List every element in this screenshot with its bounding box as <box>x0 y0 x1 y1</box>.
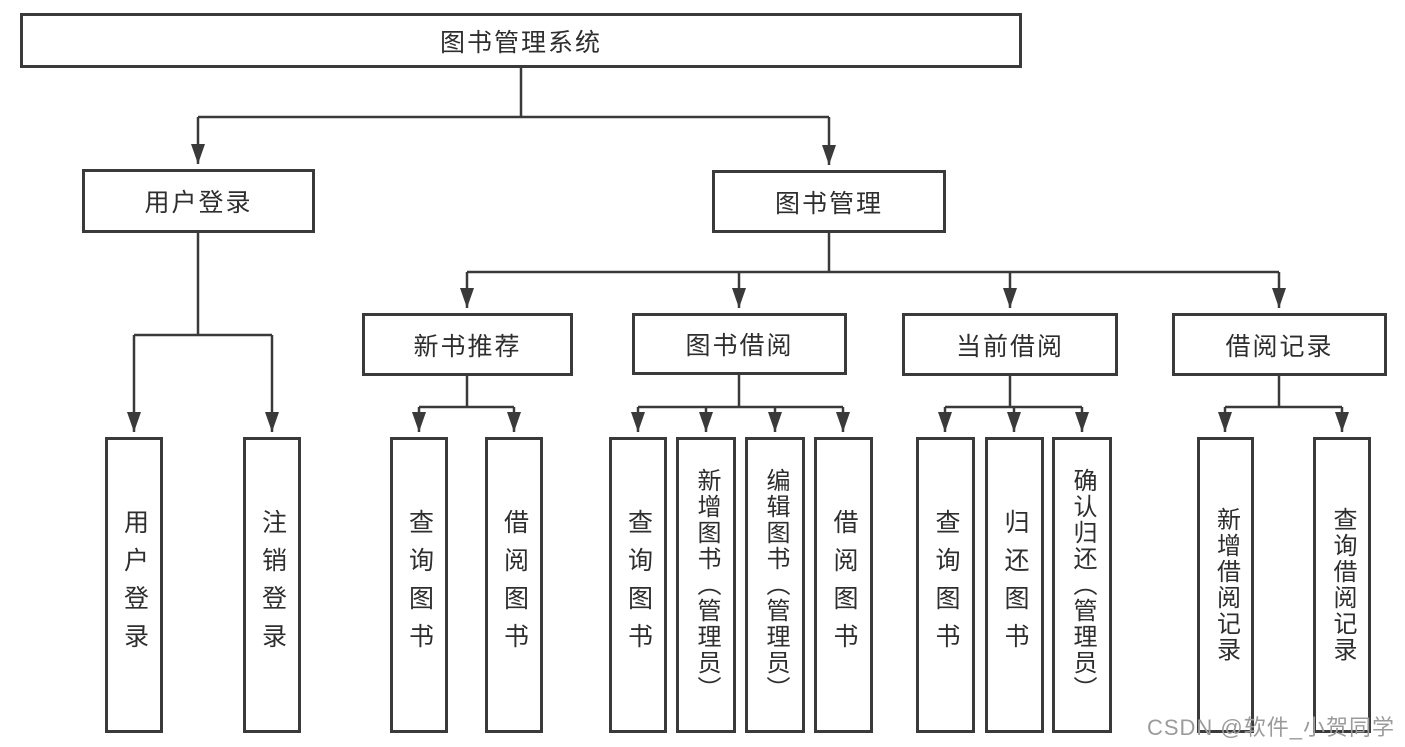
leaf-borrow-books-label: 借阅图书 <box>830 509 858 661</box>
leaf-user-login-label: 用户登录 <box>120 509 149 661</box>
leaf-query-borrow-record-label: 查询借阅记录 <box>1329 507 1356 663</box>
watermark: CSDN @软件_小贺同学 <box>1146 715 1395 740</box>
node-user-login-label: 用户登录 <box>144 189 253 217</box>
leaf-return-books-label: 归还图书 <box>1001 509 1029 661</box>
leaf-query-books-current-label: 查询图书 <box>932 509 960 661</box>
node-book-management: 图书管理 <box>712 170 946 233</box>
leaf-add-books-admin-label: 新增图书（管理员） <box>693 468 720 702</box>
leaf-borrow-books-recommend: 借阅图书 <box>485 437 543 733</box>
leaf-borrow-books-recommend-label: 借阅图书 <box>500 509 529 661</box>
node-new-book-recommend: 新书推荐 <box>362 313 573 376</box>
leaf-logout: 注销登录 <box>243 437 301 733</box>
node-borrow-records-label: 借阅记录 <box>1225 332 1334 361</box>
node-current-borrow-label: 当前借阅 <box>955 332 1064 361</box>
leaf-borrow-books: 借阅图书 <box>814 437 873 733</box>
leaf-query-books-borrow: 查询图书 <box>609 437 667 733</box>
node-root: 图书管理系统 <box>20 13 1022 68</box>
node-book-borrow-label: 图书借阅 <box>685 332 794 360</box>
leaf-confirm-return-admin-label: 确认归还（管理员） <box>1069 468 1096 702</box>
node-new-book-recommend-label: 新书推荐 <box>413 332 522 361</box>
leaf-query-books-current: 查询图书 <box>916 437 975 733</box>
leaf-query-books-recommend: 查询图书 <box>390 437 448 733</box>
leaf-return-books: 归还图书 <box>985 437 1044 733</box>
node-root-label: 图书管理系统 <box>439 28 602 57</box>
leaf-logout-label: 注销登录 <box>258 509 287 661</box>
leaf-query-books-recommend-label: 查询图书 <box>405 509 434 661</box>
leaf-add-borrow-record-label: 新增借阅记录 <box>1212 507 1240 663</box>
leaf-query-books-borrow-label: 查询图书 <box>624 509 653 661</box>
node-borrow-records: 借阅记录 <box>1172 313 1387 376</box>
leaf-edit-books-admin-label: 编辑图书（管理员） <box>762 468 789 702</box>
node-user-login: 用户登录 <box>82 169 315 233</box>
leaf-add-borrow-record: 新增借阅记录 <box>1197 437 1254 733</box>
node-current-borrow: 当前借阅 <box>902 313 1118 376</box>
node-book-management-label: 图书管理 <box>774 189 883 218</box>
node-book-borrow: 图书借阅 <box>632 313 847 375</box>
leaf-edit-books-admin: 编辑图书（管理员） <box>745 437 805 733</box>
leaf-query-borrow-record: 查询借阅记录 <box>1313 437 1371 733</box>
leaf-add-books-admin: 新增图书（管理员） <box>676 437 736 733</box>
leaf-user-login: 用户登录 <box>105 437 163 733</box>
leaf-confirm-return-admin: 确认归还（管理员） <box>1052 437 1112 733</box>
